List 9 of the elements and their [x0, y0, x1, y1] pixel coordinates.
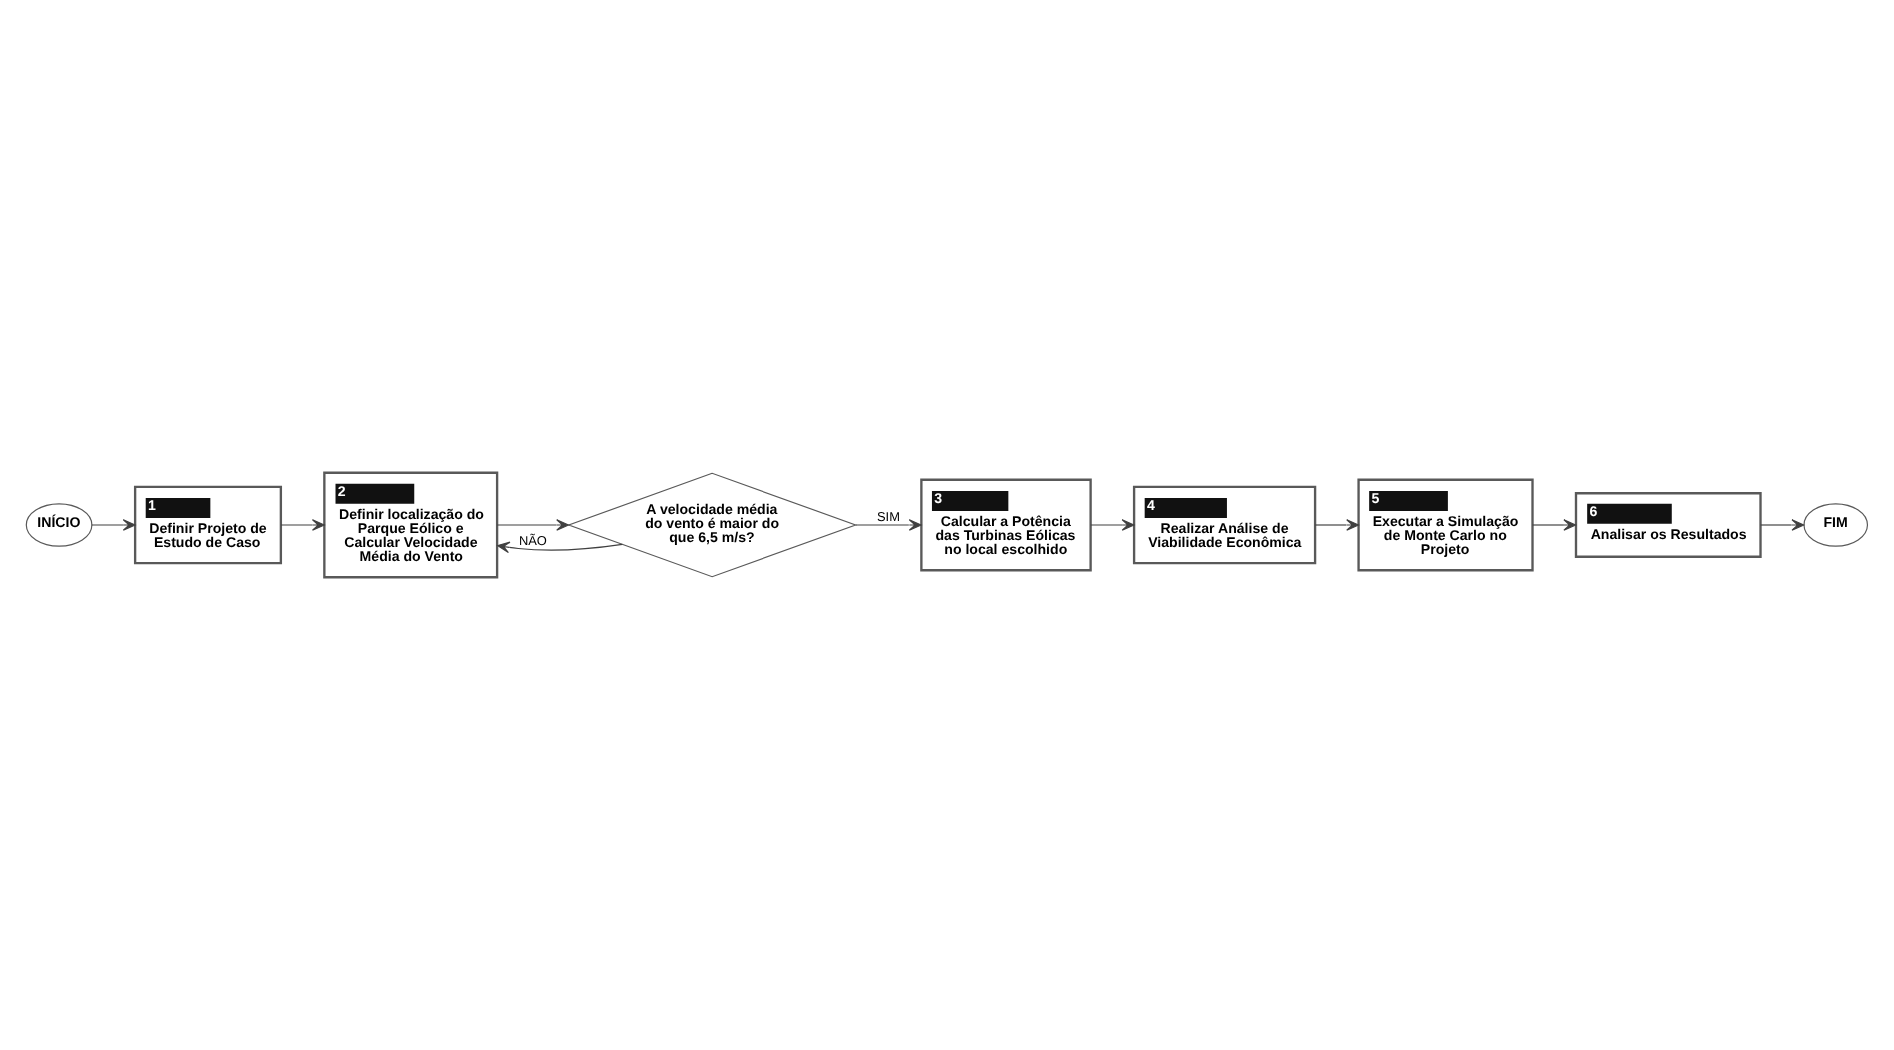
arrow — [91, 519, 136, 531]
arrow — [1760, 519, 1805, 531]
arrow — [1531, 519, 1577, 531]
arrow — [1314, 519, 1360, 531]
arrow — [280, 519, 325, 531]
arrow — [1090, 519, 1135, 531]
arrow — [496, 541, 623, 554]
arrow — [496, 519, 570, 531]
arrow — [855, 519, 922, 531]
